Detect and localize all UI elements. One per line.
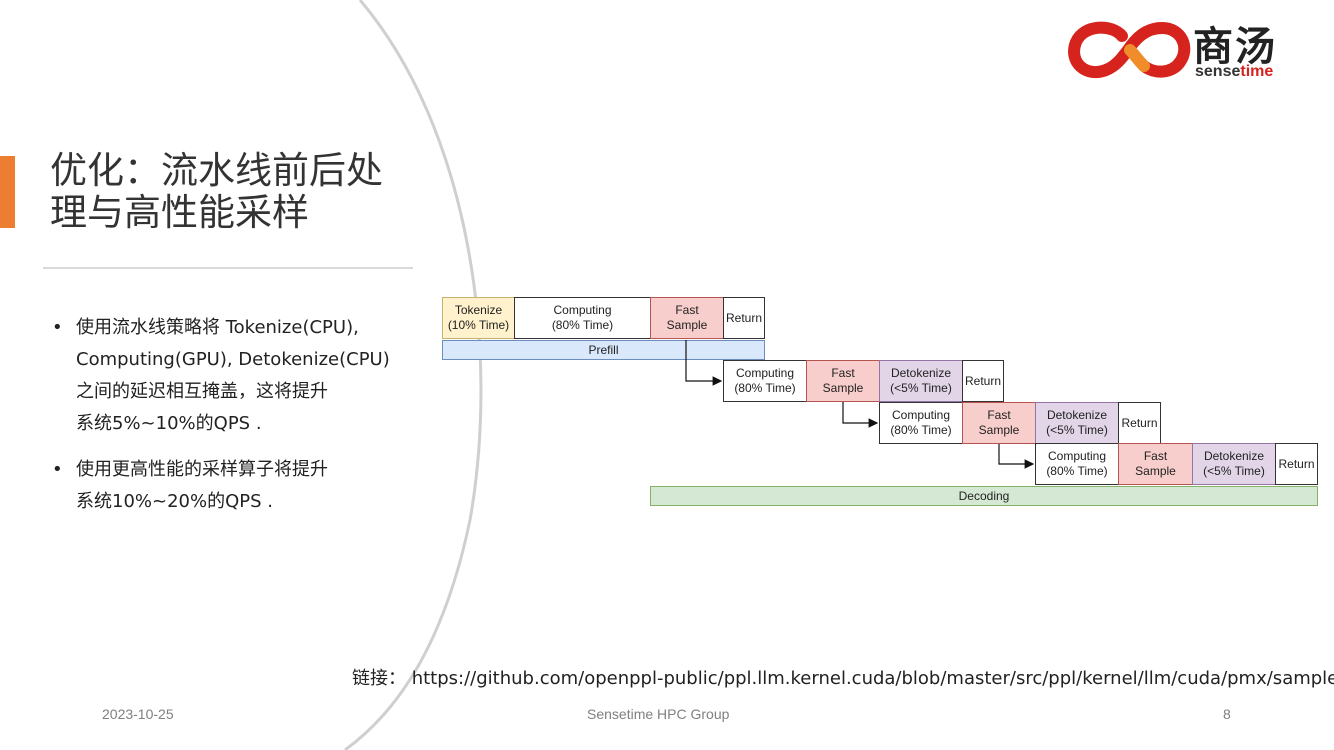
title-line: 优化：流水线前后处 [50, 149, 383, 192]
logo-english-text: sensetime [1195, 63, 1274, 80]
computing-box: Computing(80% Time) [879, 402, 963, 444]
divider [43, 267, 413, 269]
bullet-item: • 使用流水线策略将 Tokenize(CPU), Computing(GPU)… [52, 312, 422, 440]
bullet-item: • 使用更高性能的采样算子将提升 系统10%~20%的QPS . [52, 454, 422, 518]
return-box: Return [1118, 402, 1161, 444]
tokenize-box: Tokenize(10% Time) [442, 297, 515, 339]
bullet-line: Computing(GPU), Detokenize(CPU) [76, 349, 390, 370]
detokenize-box: Detokenize(<5% Time) [1192, 443, 1276, 485]
bullet-line: 系统10%~20%的QPS . [76, 491, 273, 512]
page-number: 8 [1223, 706, 1231, 722]
accent-bar [0, 156, 15, 228]
footer-group: Sensetime HPC Group [587, 706, 730, 722]
reference-link[interactable]: 链接： https://github.com/openppl-public/pp… [352, 668, 1334, 689]
return-box: Return [723, 297, 765, 339]
bullet-dot-icon: • [52, 459, 63, 480]
logo-chinese-text: 商汤 [1193, 24, 1277, 70]
bullet-list: • 使用流水线策略将 Tokenize(CPU), Computing(GPU)… [52, 312, 422, 532]
bullet-line: 使用流水线策略将 Tokenize(CPU), [76, 317, 359, 338]
bullet-dot-icon: • [52, 317, 63, 338]
return-box: Return [962, 360, 1004, 402]
bullet-line: 使用更高性能的采样算子将提升 [76, 459, 328, 480]
decoding-bar: Decoding [650, 486, 1318, 506]
detokenize-box: Detokenize(<5% Time) [879, 360, 963, 402]
computing-box: Computing(80% Time) [1035, 443, 1119, 485]
sensetime-logo-icon [1068, 21, 1191, 78]
return-box: Return [1275, 443, 1318, 485]
computing-box: Computing(80% Time) [723, 360, 807, 402]
prefill-bar: Prefill [442, 340, 765, 360]
detokenize-box: Detokenize(<5% Time) [1035, 402, 1119, 444]
computing-box: Computing(80% Time) [514, 297, 651, 339]
footer-date: 2023-10-25 [102, 706, 174, 722]
page-title: 优化：流水线前后处 理与高性能采样 [50, 150, 430, 234]
title-line: 理与高性能采样 [50, 191, 309, 234]
bullet-line: 系统5%~10%的QPS . [76, 413, 262, 434]
bullet-line: 之间的延迟相互掩盖，这将提升 [76, 381, 328, 402]
